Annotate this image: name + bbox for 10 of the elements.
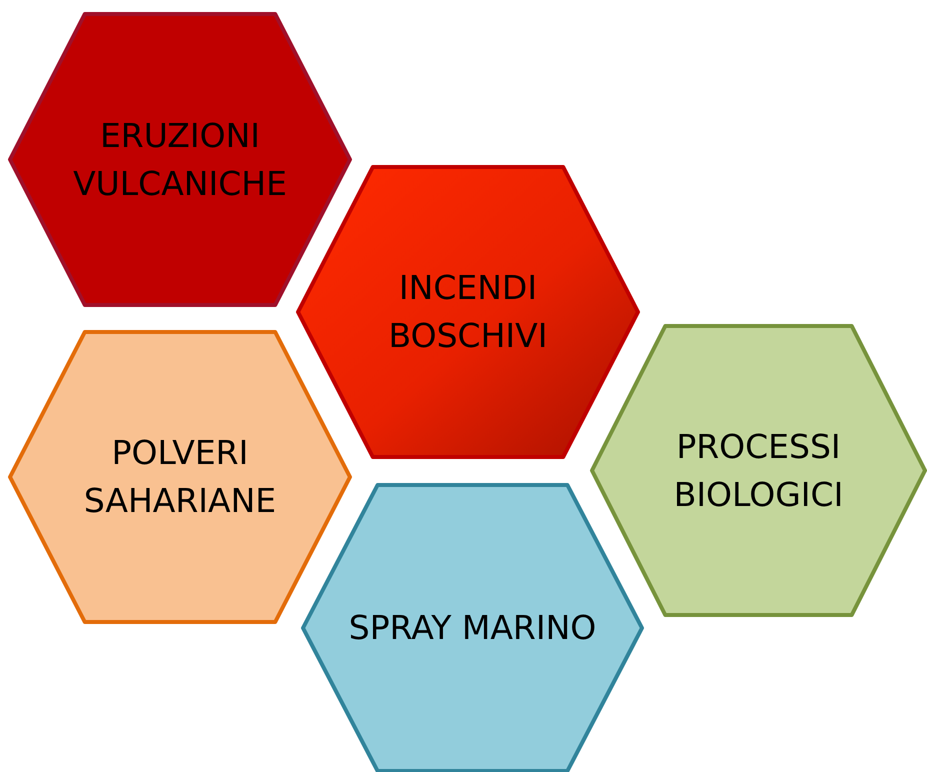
hexagon [10,14,350,305]
hexagon-label: INCENDI BOSCHIVI [388,267,548,357]
hexagon-label: PROCESSI BIOLOGICI [672,426,844,516]
hexagon [298,167,638,457]
hexagon-label: POLVERI SAHARIANE [82,432,278,522]
hexagon [592,326,925,615]
hexagon [10,332,350,622]
hexagon-label: ERUZIONI VULCANICHE [72,114,288,204]
hexagon [303,485,642,771]
hexagon-label: SPRAY MARINO [348,607,596,650]
